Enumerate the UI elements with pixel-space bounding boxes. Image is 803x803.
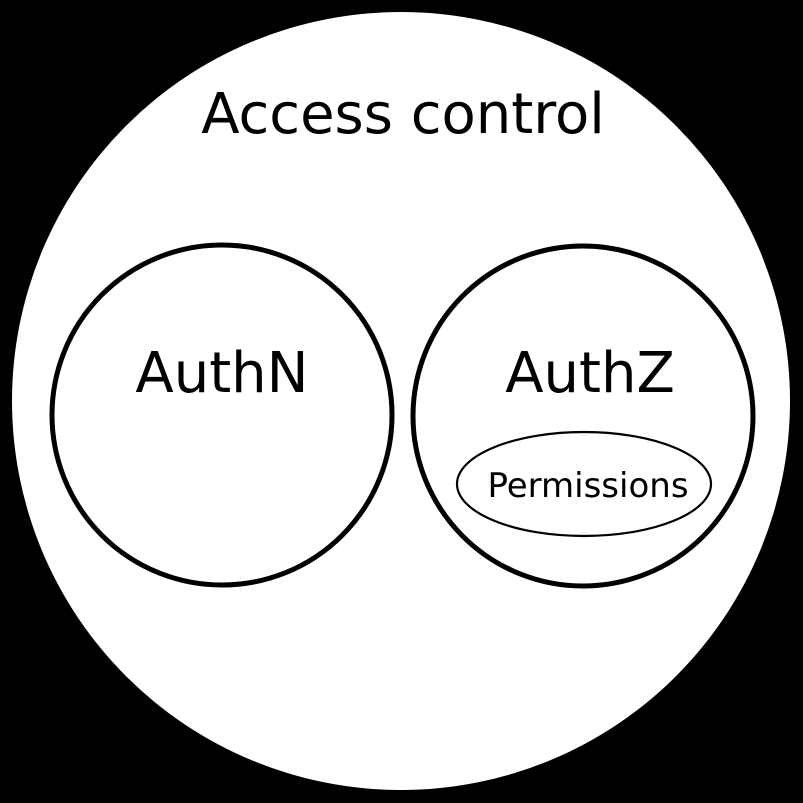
circle-authn-label: AuthN (135, 341, 308, 406)
ellipse-permissions[interactable] (455, 430, 713, 538)
outer-circle-access-control[interactable] (12, 12, 790, 790)
circle-authn[interactable] (49, 242, 395, 588)
circle-authz-label: AuthZ (505, 341, 675, 406)
outer-circle-label: Access control (201, 82, 605, 147)
ellipse-permissions-label: Permissions (487, 466, 688, 506)
